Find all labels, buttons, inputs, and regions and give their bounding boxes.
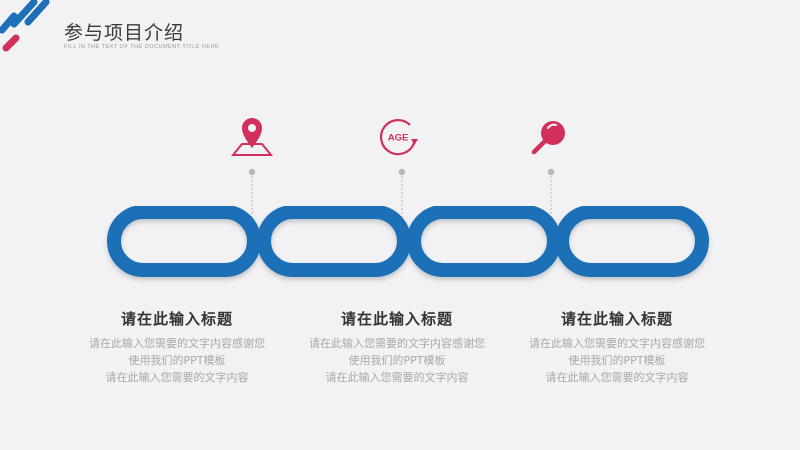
age-icon: AGE (379, 119, 418, 156)
info-column-2: 请在此输入标题 请在此输入您需要的文字内容感谢您 使用我们的PPT模板 请在此输… (282, 308, 512, 386)
column-title: 请在此输入标题 (120, 310, 233, 328)
column-text-line: 请在此输入您需要的文字内容感谢您 (309, 337, 485, 350)
column-text-line: 请在此输入您需要的文字内容 (105, 371, 249, 384)
page-title: 参与项目介绍 (64, 22, 185, 44)
column-title: 请在此输入标题 (340, 310, 453, 328)
column-text-line: 请在此输入您需要的文字内容 (325, 371, 469, 384)
column-text-line: 使用我们的PPT模板 (348, 354, 446, 367)
page-subtitle: FILL IN THE TEXT OF THE DOCUMENT TITLE H… (64, 44, 220, 50)
connector-dot (248, 168, 256, 176)
column-text-line: 使用我们的PPT模板 (128, 354, 226, 367)
info-column-1: 请在此输入标题 请在此输入您需要的文字内容感谢您 使用我们的PPT模板 请在此输… (62, 308, 292, 386)
column-text-line: 请在此输入您需要的文字内容感谢您 (529, 337, 705, 350)
info-column-3: 请在此输入标题 请在此输入您需要的文字内容感谢您 使用我们的PPT模板 请在此输… (502, 308, 732, 386)
location-pin-icon (230, 118, 274, 156)
connector-dot (398, 168, 406, 176)
brand-logo (0, 0, 50, 52)
magnifier-icon (531, 121, 565, 155)
column-text-line: 请在此输入您需要的文字内容感谢您 (89, 337, 265, 350)
connector-dot (547, 168, 555, 176)
age-icon-label: AGE (388, 133, 409, 144)
column-text-line: 使用我们的PPT模板 (568, 354, 666, 367)
column-title: 请在此输入标题 (560, 310, 673, 328)
column-text-line: 请在此输入您需要的文字内容 (545, 371, 689, 384)
